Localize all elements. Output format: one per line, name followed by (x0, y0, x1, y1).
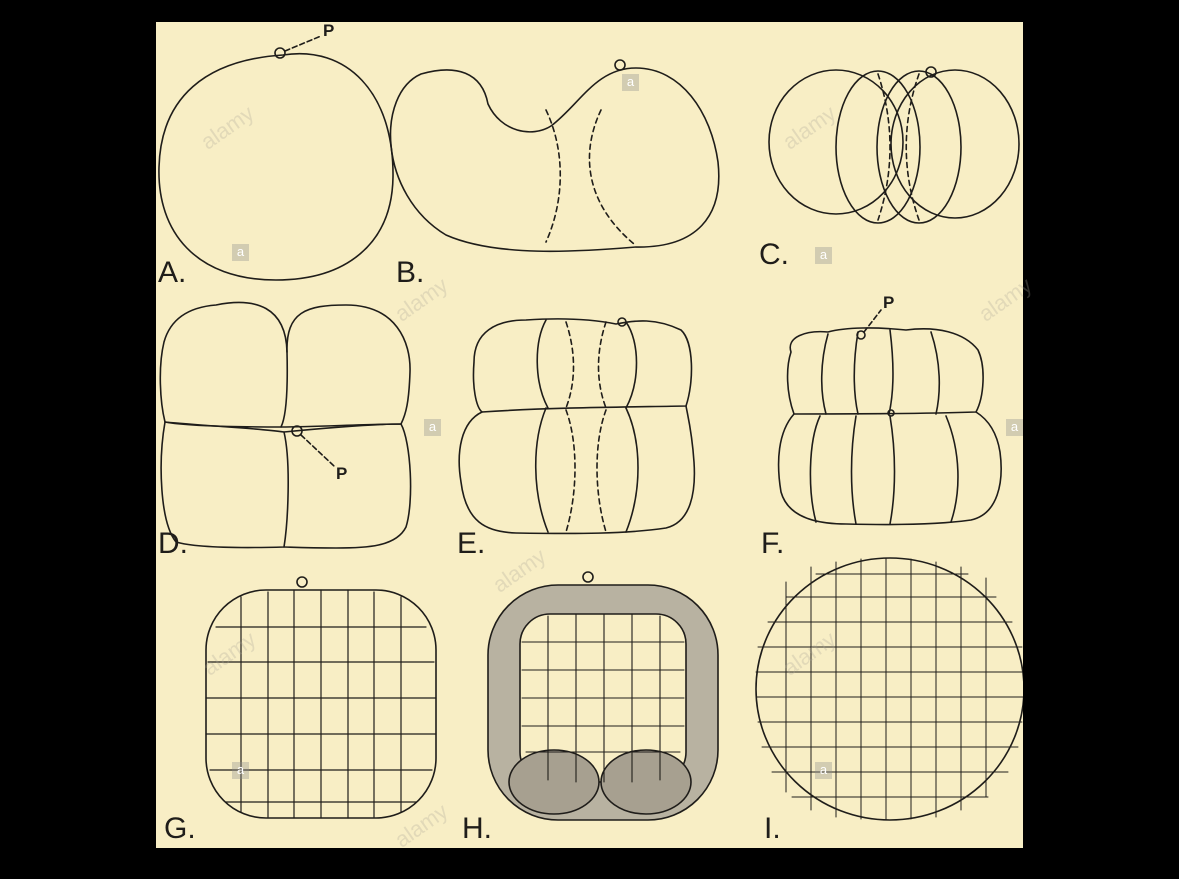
lower-tier (459, 406, 694, 533)
cell-boundary (626, 322, 637, 408)
cell-boundary (810, 416, 820, 522)
panel-b-drawing (391, 60, 719, 251)
panel-a-drawing (159, 36, 393, 280)
cell-boundary (889, 330, 893, 414)
panel-label-c: C. (759, 240, 789, 270)
panel-label-f: F. (761, 529, 784, 559)
panel-label-g: G. (164, 814, 196, 844)
watermark-logo-icon: a (815, 247, 832, 264)
panel-f-drawing (779, 310, 1002, 525)
furrow-e (597, 410, 606, 532)
pole-label-f: P (883, 294, 894, 311)
cell-boundary (626, 408, 638, 532)
cell-boundary (946, 416, 958, 522)
lower-row-outline (779, 412, 1002, 525)
furrow-right (589, 110, 634, 244)
panel-d-drawing (160, 302, 410, 548)
panel-label-a: A. (158, 258, 186, 288)
cell-boundary (852, 416, 857, 524)
cell-boundary (890, 416, 895, 524)
upper-tier (473, 319, 691, 412)
panel-label-i: I. (764, 814, 781, 844)
cell-boundary (536, 408, 548, 532)
pole-label-a: P (323, 22, 334, 39)
panel-i-cells (756, 558, 1023, 820)
watermark-logo-icon: a (1006, 419, 1023, 436)
pointer-line (285, 36, 321, 51)
watermark-logo-icon: a (815, 762, 832, 779)
four-cell-top-right (281, 305, 410, 427)
panel-e-drawing (459, 318, 694, 533)
ventral-macromere-left (509, 750, 599, 814)
panel-label-e: E. (457, 529, 485, 559)
four-cell-bottom-right (284, 424, 411, 548)
polar-body (297, 577, 307, 587)
polar-body (275, 48, 285, 58)
furrow-c2 (906, 74, 919, 220)
cell-boundary (931, 332, 939, 414)
panel-label-d: D. (158, 529, 188, 559)
panel-label-h: H. (462, 814, 492, 844)
panel-h-drawing (488, 572, 718, 820)
watermark-logo-icon: a (232, 244, 249, 261)
panel-g-cells (206, 590, 436, 818)
cleavage-drawings (156, 22, 1023, 848)
pole-label-d: P (336, 465, 347, 482)
polar-body (583, 572, 593, 582)
figure-plate: A. B. C. D. E. F. G. H. I. P P P a a a a… (156, 22, 1023, 848)
furrow-left (546, 110, 560, 242)
cell-boundary (822, 334, 828, 414)
furrow-e (599, 322, 607, 408)
furrow-e (566, 410, 575, 532)
four-cell-top-left (160, 302, 287, 427)
watermark-logo-icon: a (622, 74, 639, 91)
watermark-logo-icon: a (232, 762, 249, 779)
watermark-logo-icon: a (424, 419, 441, 436)
polar-body (615, 60, 625, 70)
cell-boundary (854, 332, 858, 414)
furrow-e (566, 322, 574, 408)
upper-row-outline (788, 328, 984, 414)
two-cell-outline (391, 68, 719, 251)
ventral-macromere-right (601, 750, 691, 814)
egg-cell-outline (159, 54, 393, 280)
pointer-line (301, 435, 334, 466)
cell-inner-left (836, 71, 920, 223)
cell-boundary (537, 320, 548, 408)
